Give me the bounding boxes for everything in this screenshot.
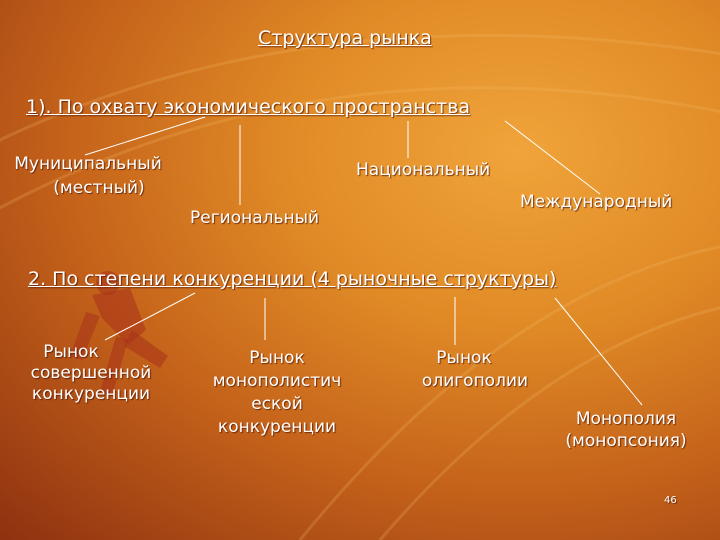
connector-line: [84, 116, 206, 156]
node-oligopoly: Рынок олигополии: [421, 348, 529, 391]
runner-silhouette-icon: [70, 271, 168, 396]
connector-line: [504, 120, 601, 195]
section2-heading: 2. По степени конкуренции (4 рыночные ст…: [28, 268, 557, 290]
node-perfect-competition: Рынок совершенной конкуренции: [30, 342, 152, 404]
node-international: Международный: [520, 192, 673, 212]
section1-heading: 1). По охвату экономического пространств…: [26, 96, 471, 118]
connector-line: [104, 292, 196, 341]
connector-line: [554, 297, 643, 406]
node-regional: Региональный: [190, 208, 320, 228]
node-monopolistic-competition: Рынок монополистич еской конкуренции: [212, 348, 342, 437]
slide-title: Структура рынка: [258, 27, 432, 49]
node-national: Национальный: [356, 160, 491, 180]
page-number: 46: [664, 495, 677, 506]
node-monopoly: Монополия (монопсония): [565, 409, 687, 451]
node-municipal: Муниципальный (местный): [14, 154, 162, 198]
